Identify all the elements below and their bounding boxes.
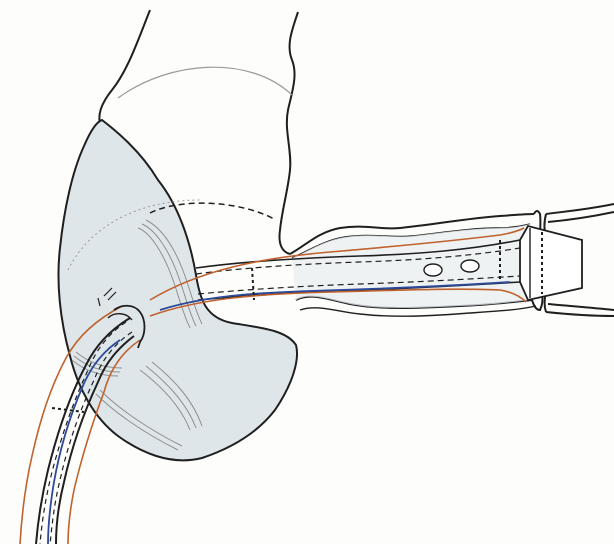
side-hole-icon xyxy=(461,260,479,272)
flared-cap-icon xyxy=(520,226,582,300)
side-hole-icon xyxy=(424,264,442,276)
